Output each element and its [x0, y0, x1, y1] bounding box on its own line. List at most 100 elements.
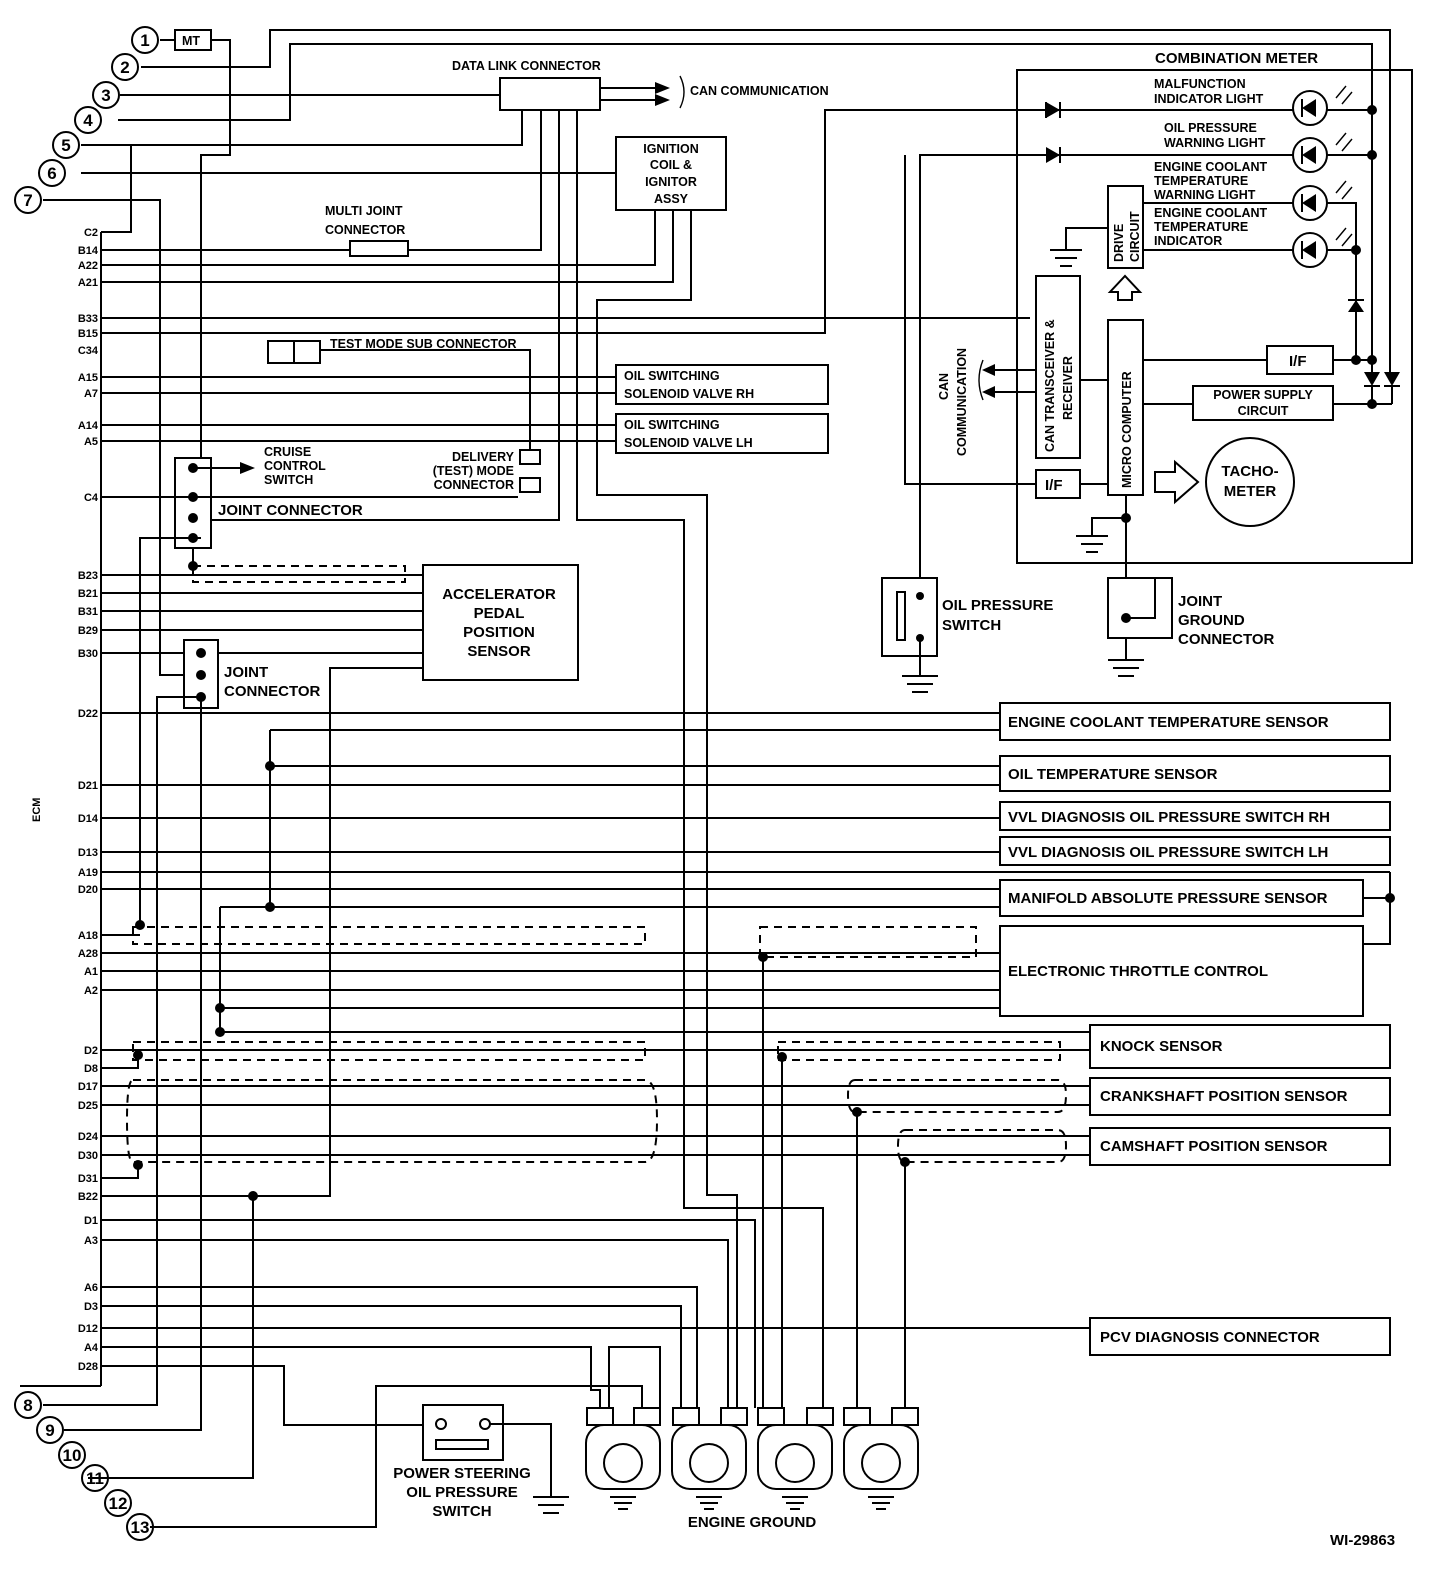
oil-pressure-switch-contact	[896, 591, 906, 641]
up-arrow	[1107, 274, 1143, 301]
ecm-pin-a21: A21	[78, 277, 98, 289]
ecm-pin-d3: D3	[84, 1301, 98, 1313]
can-trans-label-2: RECEIVER	[1061, 356, 1075, 420]
can-transceiver-box	[1035, 275, 1081, 459]
circle-label-1: 1	[140, 31, 149, 50]
ecm-pin-a28: A28	[78, 948, 98, 960]
crank-label: CRANKSHAFT POSITION SENSOR	[1100, 1088, 1348, 1105]
ecm-pin-a6: A6	[84, 1282, 98, 1294]
can-trans-label-1: CAN TRANSCEIVER &	[1043, 319, 1057, 452]
pcv-label: PCV DIAGNOSIS CONNECTOR	[1100, 1329, 1320, 1346]
ecm-pin-a3: A3	[84, 1235, 98, 1247]
ecm-pin-a7: A7	[84, 388, 98, 400]
ps-switch-box	[422, 1404, 504, 1461]
engine-ground-bolt-3	[775, 1443, 815, 1483]
data-link-connector	[499, 77, 601, 111]
ecm-pin-d17: D17	[78, 1081, 98, 1093]
map-sensor-box	[999, 879, 1364, 917]
ecm-pin-a15: A15	[78, 372, 98, 384]
joint-ground-label-2: GROUND	[1178, 612, 1245, 629]
joint-ground-label-3: CONNECTOR	[1178, 631, 1275, 648]
cam-label: CAMSHAFT POSITION SENSOR	[1100, 1138, 1328, 1155]
if-label-right: I/F	[1289, 353, 1307, 370]
circle-10	[58, 1441, 86, 1469]
circle-12	[104, 1489, 132, 1517]
ect-sensor-label: ENGINE COOLANT TEMPERATURE SENSOR	[1008, 714, 1329, 731]
delivery-connector-b	[519, 477, 541, 493]
coolant-ind-label-1: ENGINE COOLANT	[1154, 206, 1268, 220]
ecm-pin-a1: A1	[84, 966, 98, 978]
oil-temp-label: OIL TEMPERATURE SENSOR	[1008, 766, 1218, 783]
accelerator-pedal-sensor-box	[422, 564, 579, 681]
circle-7	[14, 186, 42, 214]
ecm-pin-a22: A22	[78, 260, 98, 272]
engine-ground-terminal-r-1	[633, 1407, 661, 1426]
drive-circuit-label-2: CIRCUIT	[1128, 211, 1142, 262]
sensor-wires	[20, 712, 1390, 1528]
engine-ground-label: ENGINE GROUND	[688, 1514, 817, 1531]
mil-label-1: MALFUNCTION	[1154, 77, 1246, 91]
test-mode-label: TEST MODE SUB CONNECTOR	[330, 337, 517, 351]
micro-computer-box	[1107, 319, 1144, 496]
cam-sensor-box	[1089, 1127, 1391, 1166]
oil-warn-label-2: WARNING LIGHT	[1164, 136, 1266, 150]
joint-connector-label: JOINT CONNECTOR	[218, 502, 363, 519]
coolant-ind-label-2: TEMPERATURE	[1154, 220, 1248, 234]
ecm-pin-d13: D13	[78, 847, 98, 859]
ecm-pin-b33: B33	[78, 313, 98, 325]
ps-switch-label-1: POWER STEERING	[393, 1465, 531, 1482]
circle-label-7: 7	[23, 191, 32, 210]
ignition-label-3: IGNITOR	[645, 175, 697, 189]
engine-ground-terminal-l-4	[843, 1407, 871, 1426]
circle-label-5: 5	[61, 136, 70, 155]
ecm-pin-d2: D2	[84, 1045, 98, 1057]
ps-switch-label-3: SWITCH	[432, 1503, 491, 1520]
circle-4	[74, 106, 102, 134]
circle-label-13: 13	[131, 1518, 150, 1537]
joint-ground-label-1: JOINT	[1178, 593, 1222, 610]
circle-1	[131, 26, 159, 54]
crank-sensor-box	[1089, 1077, 1391, 1116]
ecm-pin-d22: D22	[78, 708, 98, 720]
delivery-label-2: (TEST) MODE	[433, 464, 514, 478]
can-comm-v-label-1: CAN	[937, 373, 951, 400]
accel-label-3: POSITION	[463, 624, 535, 641]
ecm-pin-a2: A2	[84, 985, 98, 997]
ecm-pin-d12: D12	[78, 1323, 98, 1335]
circle-8	[14, 1391, 42, 1419]
ecm-pin-a4: A4	[84, 1342, 99, 1354]
can-comm-v-label-2: COMMUNICATION	[955, 348, 969, 456]
oil-pressure-switch-label-2: SWITCH	[942, 617, 1001, 634]
vvl-lh-label: VVL DIAGNOSIS OIL PRESSURE SWITCH LH	[1008, 844, 1328, 861]
circle-label-6: 6	[47, 164, 56, 183]
combination-meter-box	[1016, 69, 1413, 564]
knock-label: KNOCK SENSOR	[1100, 1038, 1223, 1055]
accel-label-1: ACCELERATOR	[442, 586, 556, 603]
cruise-label-3: SWITCH	[264, 473, 313, 487]
circle-5	[52, 131, 80, 159]
engine-ground-terminal-l-3	[757, 1407, 785, 1426]
combination-meter-label: COMBINATION METER	[1155, 50, 1318, 67]
ecm-pins: C2B14A22A21B33B15C34A15A7A14A5C4B23B21B3…	[78, 227, 99, 1373]
oil-pressure-switch-label-1: OIL PRESSURE	[942, 597, 1053, 614]
map-label: MANIFOLD ABSOLUTE PRESSURE SENSOR	[1008, 890, 1328, 907]
engine-ground-terminal-l-1	[586, 1407, 614, 1426]
oil-sw-rh-label-1: OIL SWITCHING	[624, 369, 720, 383]
if-label-lower: I/F	[1045, 477, 1063, 494]
shield-accel	[192, 565, 406, 583]
oil-warn-label-1: OIL PRESSURE	[1164, 121, 1257, 135]
dlc-label: DATA LINK CONNECTOR	[452, 59, 601, 73]
ecm-pin-d28: D28	[78, 1361, 98, 1373]
circle-label-12: 12	[109, 1494, 128, 1513]
etc-box	[999, 925, 1364, 1017]
ps-switch-label-2: OIL PRESSURE	[406, 1484, 517, 1501]
oil-switching-lh-box	[615, 413, 829, 454]
oil-temp-sensor-box	[999, 755, 1391, 792]
accel-label-4: SENSOR	[467, 643, 531, 660]
oil-pressure-switch-box	[881, 577, 938, 657]
knock-sensor-box	[1089, 1024, 1391, 1069]
circle-label-3: 3	[101, 86, 110, 105]
engine-ground-bolt-4	[861, 1443, 901, 1483]
ecm-pin-b14: B14	[78, 245, 99, 257]
